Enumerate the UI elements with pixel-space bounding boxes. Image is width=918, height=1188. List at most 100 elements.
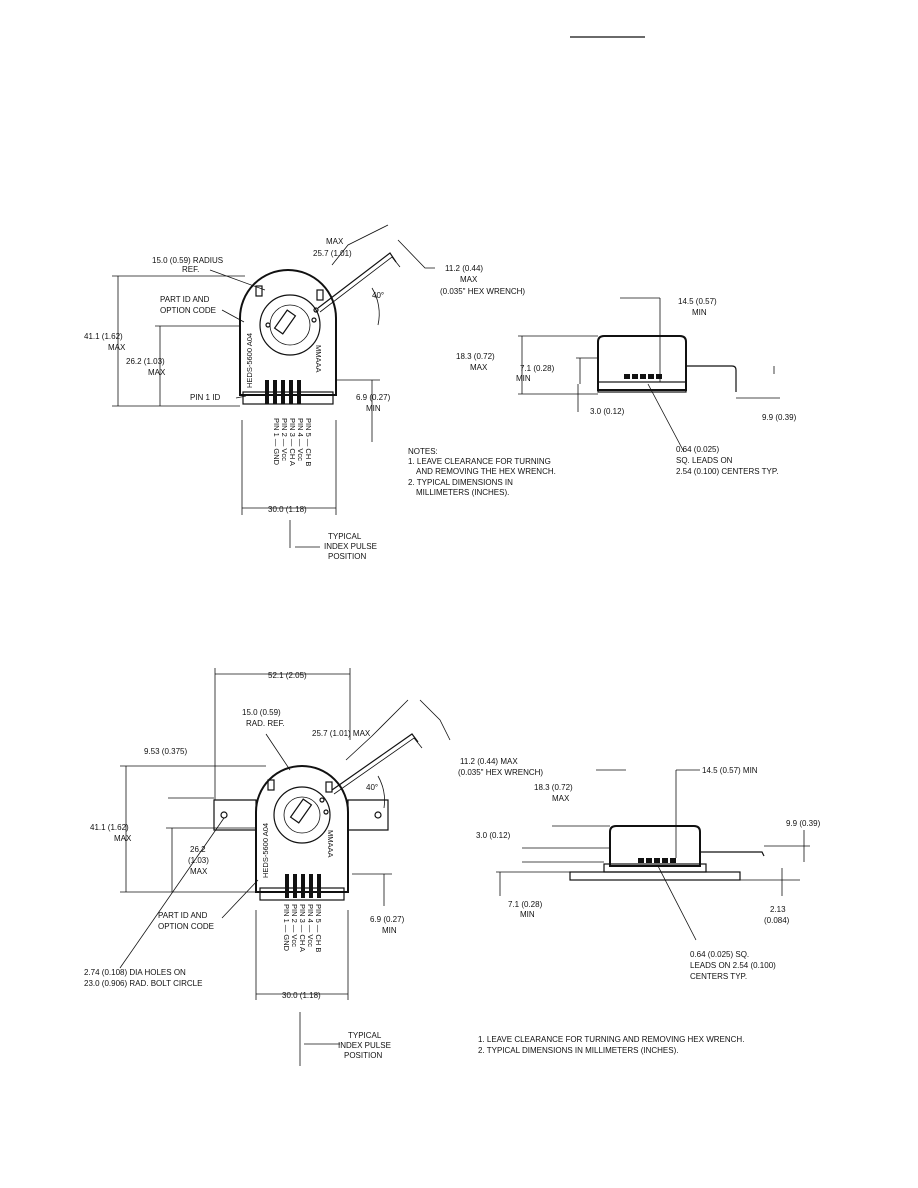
bottom-pin-line: PIN 1 — GND <box>282 904 291 952</box>
bottom-hex-label: (0.035" HEX WRENCH) <box>458 768 543 777</box>
top-ref-label: REF. <box>182 265 199 274</box>
bottom-rad-ref: RAD. REF. <box>246 719 285 728</box>
top-rotor-circle <box>259 294 321 356</box>
bottom-side-base <box>603 863 707 873</box>
bottom-side-3-0: 3.0 (0.12) <box>476 831 511 840</box>
top-detent-left <box>255 285 263 297</box>
bottom-side-2-13: 2.13 <box>770 905 786 914</box>
top-radius-leader <box>209 269 266 291</box>
top-pin1-leader <box>235 395 247 399</box>
top-max-label: MAX <box>326 237 344 246</box>
top-side-14-5-min: MIN <box>692 308 707 317</box>
top-dim-25-7 <box>331 224 389 266</box>
bottom-flange-left <box>213 799 257 831</box>
top-hex-label: (0.035" HEX WRENCH) <box>440 287 525 296</box>
top-side-base <box>597 381 687 393</box>
top-angle-label: 40° <box>372 291 384 300</box>
top-side-leads-1: 0.64 (0.025) <box>676 445 719 454</box>
top-height-26-max: MAX <box>148 368 166 377</box>
top-detent-right <box>316 289 324 301</box>
bottom-screw-b <box>323 809 329 815</box>
top-pin <box>281 380 285 404</box>
bottom-span-25: 25.7 (1.01) MAX <box>312 729 371 738</box>
bottom-angle-label: 40° <box>366 783 378 792</box>
top-side-18-3-max: MAX <box>470 363 488 372</box>
bottom-side-leads-leader <box>657 865 697 941</box>
top-dim-11-2 <box>397 239 435 269</box>
top-side-9-9: 9.9 (0.39) <box>762 413 797 422</box>
top-screw-a <box>311 317 317 323</box>
top-height-41: 41.1 (1.62) <box>84 332 123 341</box>
bottom-holes-leader <box>119 817 225 969</box>
bottom-side-7-1: 7.1 (0.28) <box>508 900 543 909</box>
bottom-side-body <box>609 825 701 867</box>
bottom-partid-2: OPTION CODE <box>158 922 214 931</box>
top-side-7-1-min: MIN <box>516 374 531 383</box>
bottom-height-26: 26.2 <box>190 845 206 854</box>
bottom-pin <box>285 874 289 898</box>
top-typical-2: INDEX PULSE <box>324 542 377 551</box>
top-note-2b: MILLIMETERS (INCHES). <box>416 488 509 497</box>
top-pin-line: PIN 4 — Vcc <box>296 418 305 461</box>
bottom-note-2: 2. TYPICAL DIMENSIONS IN MILLIMETERS (IN… <box>478 1046 678 1055</box>
top-pin <box>289 380 293 404</box>
top-side-lead <box>640 374 646 379</box>
bottom-pin-line: PIN 3 — CH A <box>298 904 307 952</box>
top-hex-wrench-edge <box>319 256 401 313</box>
bottom-side-leads-1: 0.64 (0.025) SQ. <box>690 950 749 959</box>
bottom-side-lead <box>662 858 668 863</box>
bottom-dim-6-9-label: 6.9 (0.27) <box>370 915 405 924</box>
bottom-side-view <box>496 769 810 941</box>
top-angle-arc <box>371 287 380 326</box>
top-pin-header <box>242 391 334 405</box>
bottom-height-26-max: MAX <box>190 867 208 876</box>
bottom-side-lead <box>670 858 676 863</box>
bottom-pin <box>309 874 313 898</box>
top-side-7-1: 7.1 (0.28) <box>520 364 555 373</box>
top-side-leads-leader <box>647 383 685 453</box>
top-dim-11-2-label: 11.2 (0.44) <box>445 264 483 273</box>
top-side-view <box>518 297 780 453</box>
bottom-typical-3: POSITION <box>344 1051 382 1060</box>
top-typical-1: TYPICAL <box>328 532 362 541</box>
bottom-typical-2: INDEX PULSE <box>338 1041 391 1050</box>
bottom-body-marking: HEDS-5600 A04 <box>261 823 270 878</box>
top-partid-1: PART ID AND <box>160 295 210 304</box>
top-side-leads-3: 2.54 (0.100) CENTERS TYP. <box>676 467 778 476</box>
top-height-41-max: MAX <box>108 343 126 352</box>
bottom-hex-wrench-edge <box>333 737 423 795</box>
top-rotor-slot <box>273 309 297 335</box>
top-pin <box>273 380 277 404</box>
bottom-height-41-max: MAX <box>114 834 132 843</box>
bottom-hole-left <box>220 811 228 819</box>
top-pin <box>265 380 269 404</box>
top-screw-c <box>313 307 319 313</box>
bottom-radius-label: 15.0 (0.59) <box>242 708 281 717</box>
bottom-dim-11-2-label: 11.2 (0.44) MAX <box>460 757 518 766</box>
top-pin-line: PIN 2 — Vcc <box>280 418 289 461</box>
top-side-leads-2: SQ. LEADS ON <box>676 456 733 465</box>
top-side-lead <box>656 374 662 379</box>
top-encoder-body <box>239 269 337 396</box>
bottom-side-leads-3: CENTERS TYP. <box>690 972 747 981</box>
top-dim-11-2-max: MAX <box>460 275 478 284</box>
bottom-side-wrench <box>700 851 765 857</box>
top-side-body <box>597 335 687 391</box>
bottom-height-26-in: (1.03) <box>188 856 209 865</box>
bottom-side-flange <box>569 871 741 881</box>
top-dim-6-9-label: 6.9 (0.27) <box>356 393 391 402</box>
top-notes-title: NOTES: <box>408 447 438 456</box>
bottom-dim-6-9-min: MIN <box>382 926 397 935</box>
top-pin-line: PIN 5 — CH B <box>304 418 313 466</box>
bottom-typical-1: TYPICAL <box>348 1031 382 1040</box>
top-height-26: 26.2 (1.03) <box>126 357 165 366</box>
bottom-dim-11-2 <box>419 699 451 741</box>
bottom-pin <box>301 874 305 898</box>
top-radius-label: 15.0 (0.59) RADIUS <box>152 256 223 265</box>
bottom-side-lead <box>654 858 660 863</box>
top-hex-wrench <box>317 252 397 309</box>
top-note-2a: 2. TYPICAL DIMENSIONS IN <box>408 478 513 487</box>
bottom-rotor-inner <box>283 796 321 834</box>
bottom-width-30: 30.0 (1.18) <box>282 991 321 1000</box>
